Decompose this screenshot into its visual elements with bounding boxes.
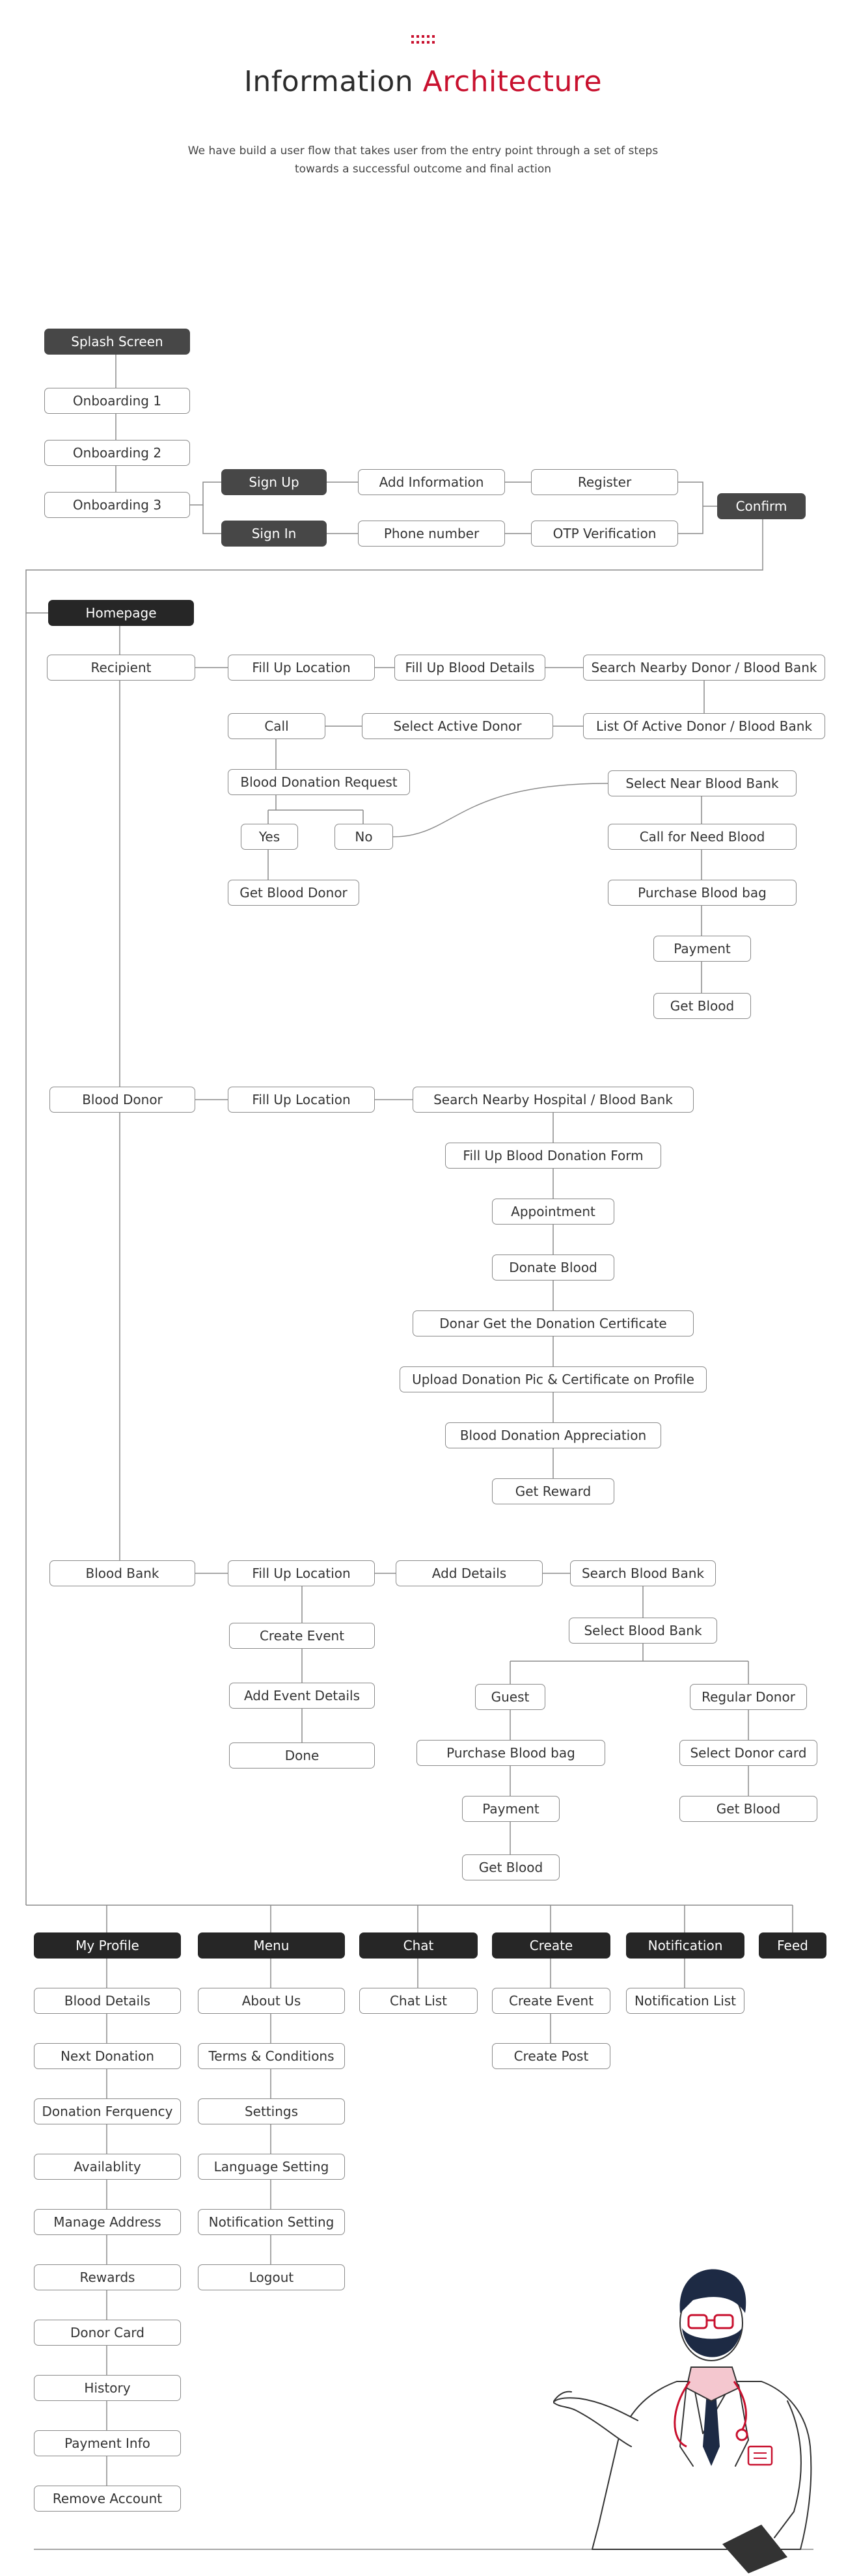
tab-notification: Notification (626, 1932, 744, 1959)
onboarding-2-node: Onboarding 2 (44, 440, 190, 466)
recipient-get-blood-node: Get Blood (653, 993, 751, 1019)
tab-create: Create (492, 1932, 610, 1959)
notification-item: Notification List (626, 1988, 744, 2014)
fill-blood-details-node: Fill Up Blood Details (394, 655, 545, 681)
splash-screen-node: Splash Screen (44, 329, 190, 355)
register-node: Register (531, 469, 678, 495)
recipient-purchase-blood-bag-node: Purchase Blood bag (608, 880, 797, 906)
doctor-illustration (553, 2269, 812, 2573)
add-details-node: Add Details (396, 1560, 543, 1586)
search-nearby-donor-node: Search Nearby Donor / Blood Bank (583, 655, 825, 681)
appointment-node: Appointment (492, 1199, 614, 1225)
menu-item: Logout (198, 2264, 345, 2290)
bank-purchase-blood-bag-node: Purchase Blood bag (416, 1740, 605, 1766)
list-active-donor-node: List Of Active Donor / Blood Bank (583, 713, 825, 739)
profile-item: Remove Account (34, 2486, 181, 2512)
title-accent: Architecture (422, 65, 603, 98)
get-reward-node: Get Reward (492, 1478, 614, 1504)
profile-item: Next Donation (34, 2043, 181, 2069)
recipient-fill-location-node: Fill Up Location (228, 655, 375, 681)
tab-menu: Menu (198, 1932, 345, 1959)
profile-item: Rewards (34, 2264, 181, 2290)
blood-bank-node: Blood Bank (49, 1560, 195, 1586)
blood-donation-request-node: Blood Donation Request (228, 769, 410, 795)
blood-donor-node: Blood Donor (49, 1087, 195, 1113)
sign-up-node: Sign Up (221, 469, 327, 495)
upload-donation-pic-node: Upload Donation Pic & Certificate on Pro… (400, 1366, 707, 1392)
select-blood-bank-node: Select Blood Bank (569, 1618, 717, 1644)
yes-node: Yes (241, 824, 298, 850)
onboarding-3-node: Onboarding 3 (44, 492, 190, 518)
menu-item: Terms & Conditions (198, 2043, 345, 2069)
profile-item: Blood Details (34, 1988, 181, 2014)
bank-fill-location-node: Fill Up Location (228, 1560, 375, 1586)
call-node: Call (228, 713, 325, 739)
profile-item: Availablity (34, 2154, 181, 2180)
get-blood-donor-node: Get Blood Donor (228, 880, 359, 906)
select-donor-card-node: Select Donor card (679, 1740, 817, 1766)
title-main: Information (243, 65, 414, 98)
tab-feed: Feed (759, 1932, 826, 1959)
profile-item: Payment Info (34, 2430, 181, 2456)
phone-number-node: Phone number (358, 521, 505, 547)
recipient-payment-node: Payment (653, 936, 751, 962)
onboarding-1-node: Onboarding 1 (44, 388, 190, 414)
profile-item: Manage Address (34, 2209, 181, 2235)
regular-get-blood-node: Get Blood (679, 1796, 817, 1822)
donation-certificate-node: Donar Get the Donation Certificate (413, 1310, 694, 1336)
no-node: No (334, 824, 393, 850)
add-event-details-node: Add Event Details (229, 1683, 375, 1709)
bank-payment-node: Payment (462, 1796, 560, 1822)
chat-item: Chat List (359, 1988, 478, 2014)
tab-chat: Chat (359, 1932, 478, 1959)
guest-node: Guest (475, 1684, 545, 1710)
done-node: Done (229, 1742, 375, 1769)
donor-fill-location-node: Fill Up Location (228, 1087, 375, 1113)
page-title: Information Architecture (0, 65, 846, 98)
menu-item: Notification Setting (198, 2209, 345, 2235)
decorative-dots (411, 35, 435, 44)
confirm-node: Confirm (717, 493, 806, 519)
subtitle-line-2: towards a successful outcome and final a… (294, 163, 552, 176)
bank-create-event-node: Create Event (229, 1623, 375, 1649)
donation-appreciation-node: Blood Donation Appreciation (445, 1422, 661, 1448)
add-information-node: Add Information (358, 469, 505, 495)
profile-item: Donor Card (34, 2320, 181, 2346)
profile-item: Donation Ferquency (34, 2098, 181, 2124)
sign-in-node: Sign In (221, 521, 327, 547)
page-subtitle: We have build a user flow that takes use… (163, 142, 683, 178)
create-item: Create Event (492, 1988, 610, 2014)
search-nearby-hospital-node: Search Nearby Hospital / Blood Bank (413, 1087, 694, 1113)
profile-item: History (34, 2375, 181, 2401)
regular-donor-node: Regular Donor (690, 1684, 807, 1710)
tab-my-profile: My Profile (34, 1932, 181, 1959)
call-for-need-blood-node: Call for Need Blood (608, 824, 797, 850)
select-near-blood-bank-node: Select Near Blood Bank (608, 770, 797, 796)
fill-donation-form-node: Fill Up Blood Donation Form (445, 1143, 661, 1169)
homepage-node: Homepage (48, 600, 194, 626)
search-blood-bank-node: Search Blood Bank (570, 1560, 716, 1586)
create-item: Create Post (492, 2043, 610, 2069)
subtitle-line-1: We have build a user flow that takes use… (187, 144, 659, 157)
otp-verification-node: OTP Verification (531, 521, 678, 547)
menu-item: About Us (198, 1988, 345, 2014)
guest-get-blood-node: Get Blood (462, 1854, 560, 1880)
menu-item: Language Setting (198, 2154, 345, 2180)
recipient-node: Recipient (47, 655, 195, 681)
select-active-donor-node: Select Active Donor (362, 713, 553, 739)
donate-blood-node: Donate Blood (492, 1254, 614, 1281)
menu-item: Settings (198, 2098, 345, 2124)
